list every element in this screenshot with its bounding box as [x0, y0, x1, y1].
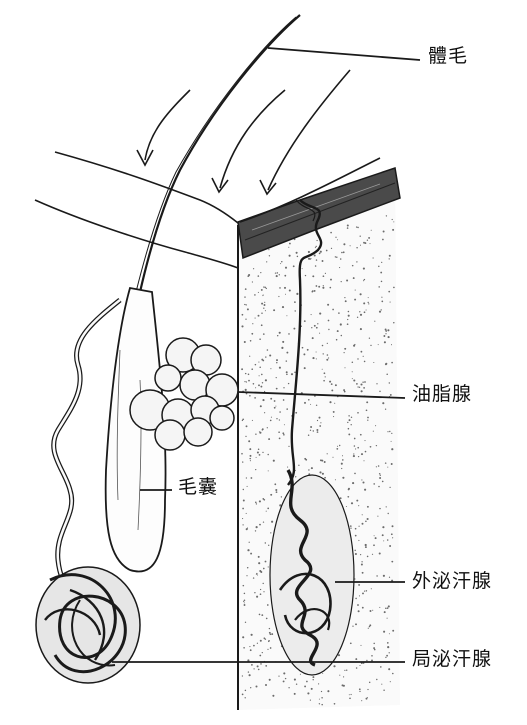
leader-hair [268, 48, 420, 60]
arrows [137, 70, 350, 194]
label-apocrine-sweat-gland: 局泌汗腺 [412, 650, 492, 669]
label-sebaceous-gland: 油脂腺 [412, 385, 472, 404]
label-hair: 體毛 [428, 47, 468, 66]
label-eccrine-sweat-gland: 外泌汗腺 [412, 572, 492, 591]
label-hair-follicle: 毛囊 [178, 478, 218, 497]
